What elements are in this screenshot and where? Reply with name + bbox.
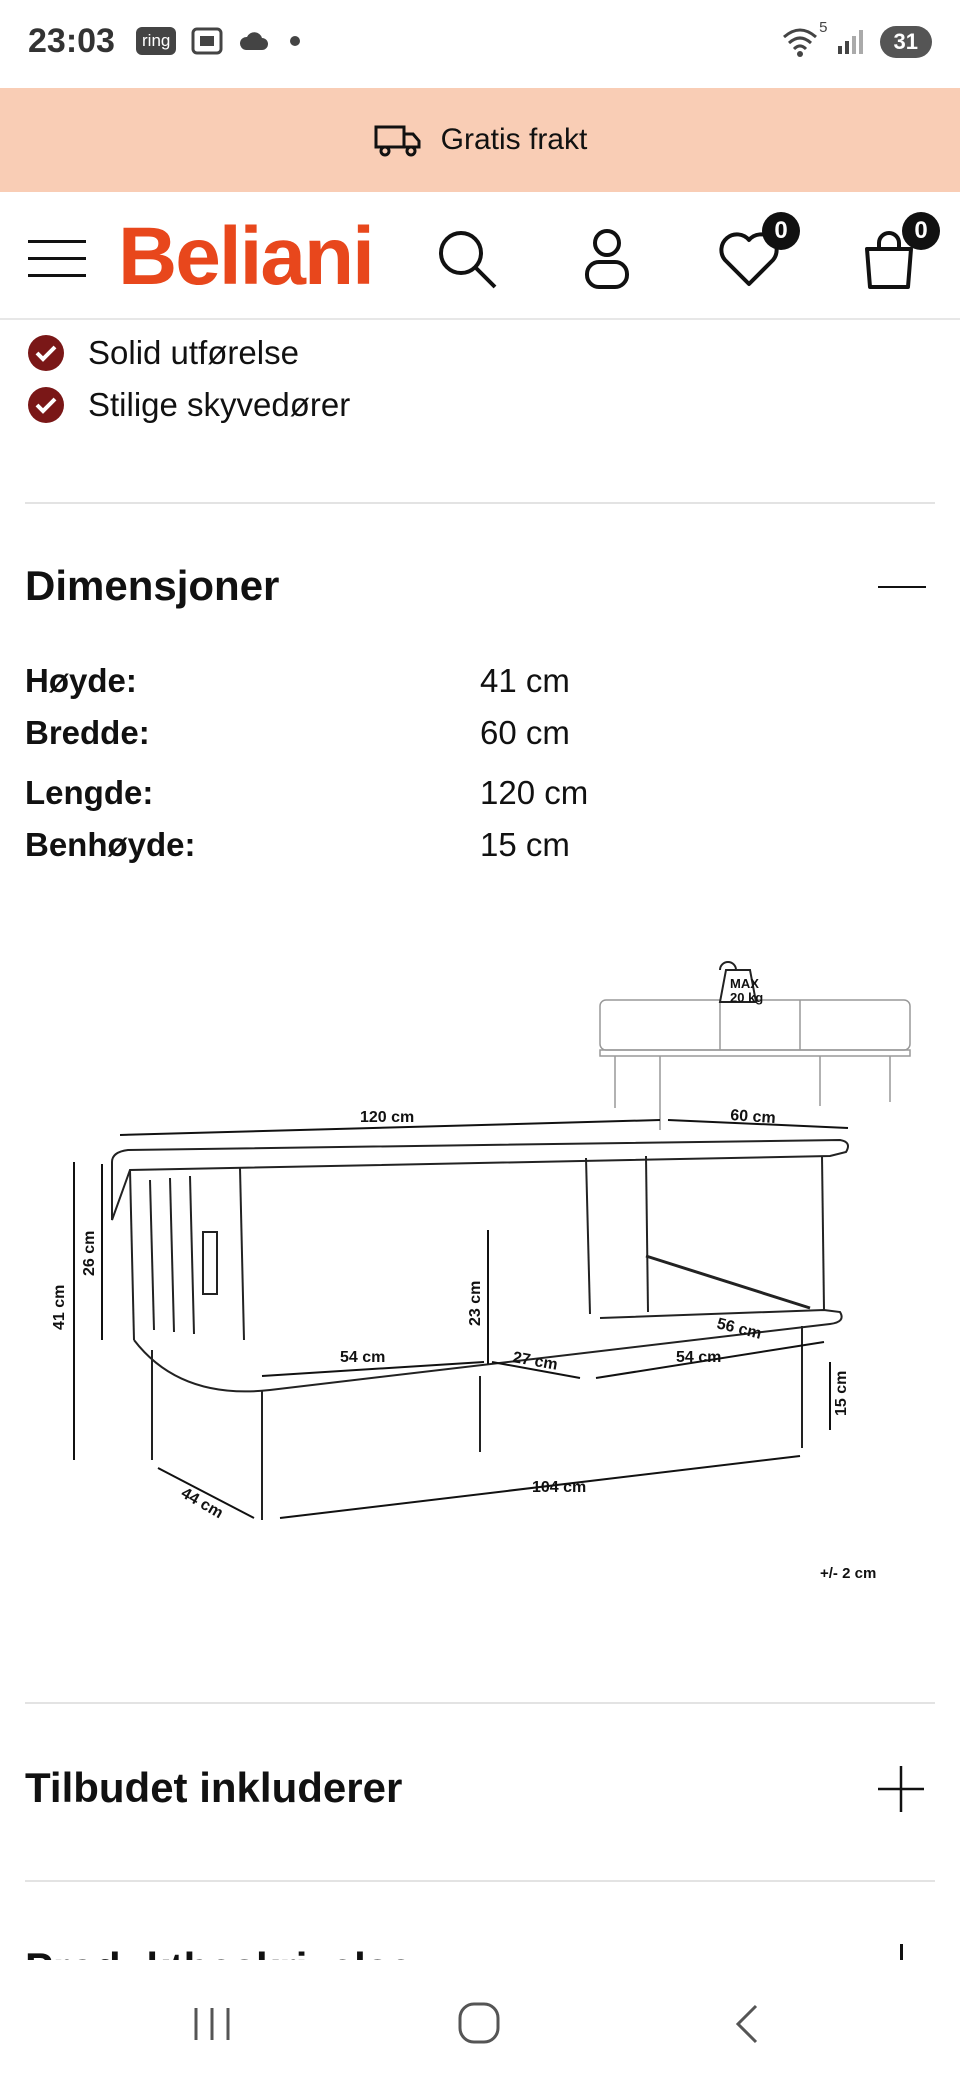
dim-value: 60 cm [480, 714, 570, 751]
product-description-title: Produktbeskrivelse [25, 1944, 413, 1960]
check-circle-icon [28, 335, 64, 371]
wifi-superscript: 5 [819, 19, 828, 36]
back-icon[interactable] [730, 2002, 764, 2046]
feature-item: Stilige skyvedører [28, 386, 350, 424]
hamburger-icon [28, 240, 86, 277]
dim-value: 15 cm [480, 826, 570, 863]
dimension-lines [73, 1119, 849, 1519]
dim-label: Benhøyde: [25, 826, 196, 863]
check-circle-icon [28, 387, 64, 423]
status-right-icons: 5 31 [782, 19, 932, 58]
left-shelf-label: 54 cm [340, 1349, 385, 1366]
wifi-icon: 5 [782, 19, 828, 57]
divider [25, 1880, 935, 1882]
shelf-height-label: 23 cm [467, 1281, 484, 1326]
bag-icon [865, 231, 913, 289]
recent-apps-icon[interactable] [190, 2004, 234, 2044]
menu-button[interactable] [28, 236, 88, 282]
dim-label: Lengde: [25, 774, 154, 811]
dimension-diagram: MAX 20 kg 120 cm 60 cm 41 cm 26 cm 23 cm… [51, 961, 911, 1582]
leg-height-label: 15 cm [833, 1371, 850, 1416]
max-label: MAX [730, 976, 759, 991]
dimensions-accordion-header[interactable]: Dimensjoner [0, 556, 960, 616]
dimensions-title: Dimensjoner [25, 562, 280, 609]
truck-icon [374, 125, 421, 157]
status-time: 23:03 [28, 22, 115, 60]
site-header: Beliani [0, 192, 960, 320]
feature-label: Stilige skyvedører [88, 386, 351, 423]
beliani-logo[interactable]: Beliani [118, 211, 375, 302]
shelf-depth-label: 56 cm [715, 1315, 763, 1342]
cart-button[interactable]: 0 [852, 212, 940, 296]
search-button[interactable] [430, 222, 504, 296]
battery-indicator: 31 [879, 26, 932, 58]
cart-count: 0 [902, 212, 940, 250]
screenshot-icon [191, 27, 223, 55]
wishlist-button[interactable]: 0 [712, 212, 800, 296]
weight-icon [718, 961, 758, 1003]
dim-value: 120 cm [480, 774, 589, 811]
search-icon [439, 231, 497, 289]
dim-value: 41 cm [480, 662, 570, 699]
account-button[interactable] [570, 222, 644, 296]
main-table-drawing [111, 1138, 849, 1520]
system-nav-bar [0, 1960, 960, 2080]
dot-icon [290, 36, 301, 46]
cloud-icon [240, 32, 269, 50]
width-label: 60 cm [730, 1107, 776, 1127]
dim-label: Bredde: [25, 714, 150, 751]
inner-height-label: 26 cm [81, 1231, 98, 1276]
ring-icon: ring [136, 27, 177, 55]
banner-text: Gratis frakt [440, 123, 588, 156]
right-shelf-label: 54 cm [676, 1349, 721, 1366]
max-weight-label: 20 kg [730, 990, 763, 1005]
feature-label: Solid utførelse [88, 334, 299, 371]
home-icon[interactable] [456, 2000, 502, 2046]
product-description-accordion[interactable]: Produktbeskrivelse [0, 1920, 960, 1960]
leg-span-label: 104 cm [532, 1479, 586, 1496]
divider [25, 1702, 935, 1704]
offer-includes-accordion[interactable]: Tilbudet inkluderer [0, 1754, 960, 1826]
plus-icon [878, 1766, 924, 1812]
signal-icon [837, 30, 863, 54]
mid-gap-label: 27 cm [511, 1349, 559, 1374]
length-label: 120 cm [360, 1109, 414, 1126]
feature-item: Solid utførelse [28, 334, 299, 372]
status-bar: 23:03 ring 5 31 [0, 0, 960, 88]
minus-icon [878, 586, 926, 588]
height-label: 41 cm [51, 1285, 68, 1330]
divider [25, 502, 935, 504]
free-shipping-banner[interactable]: Gratis frakt [0, 88, 960, 192]
tolerance-label: +/- 2 cm [820, 1565, 876, 1582]
user-icon [585, 229, 629, 289]
plus-icon [900, 1944, 903, 1960]
dim-label: Høyde: [25, 662, 137, 699]
wishlist-count: 0 [762, 212, 800, 250]
offer-includes-title: Tilbudet inkluderer [25, 1764, 403, 1811]
status-left-icons: ring [136, 26, 301, 56]
